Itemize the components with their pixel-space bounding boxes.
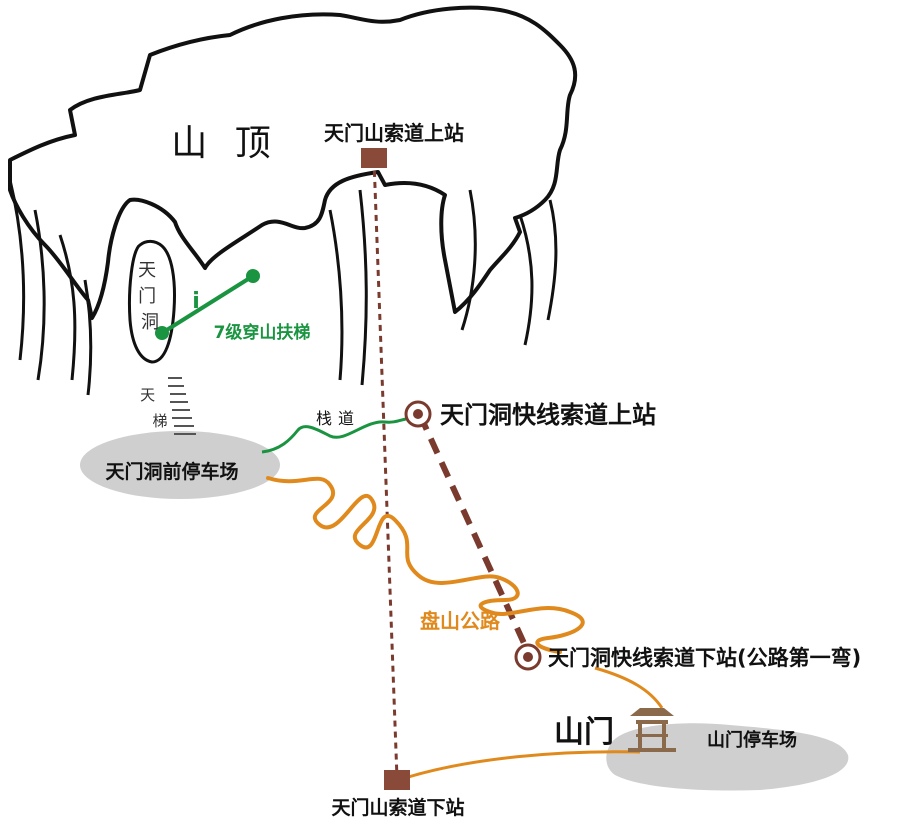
cave-label: 天 门 洞 (138, 260, 162, 333)
express-upper-station-icon (404, 400, 432, 428)
escalator-label: 7级穿山扶梯 (214, 322, 311, 343)
gate-parking-label: 山门停车场 (707, 729, 797, 751)
express-lower-label: 天门洞快线索道下站(公路第一弯) (548, 646, 861, 670)
winding-road-path (266, 476, 585, 654)
cliff-strand-left-2 (33, 209, 46, 381)
express-upper-label: 天门洞快线索道上站 (440, 401, 656, 429)
lower-station-label: 天门山索道下站 (331, 796, 464, 819)
stairs-label: 天 梯 (140, 386, 167, 430)
cliff-strand-mid-2 (358, 189, 368, 386)
winding-road-label: 盘山公路 (420, 609, 501, 633)
escalator-line (160, 274, 255, 335)
express-lower-station-icon (514, 643, 542, 671)
cliff-strand-left-1 (8, 179, 26, 361)
cave-parking-area (80, 431, 280, 499)
cliff-strand-right-3 (546, 199, 558, 321)
road-to-lower-station (404, 750, 641, 780)
cliff-strand-mid-1 (328, 209, 344, 381)
info-marker-icon: i (192, 289, 200, 314)
mountain-outline (8, 5, 578, 320)
road-to-gate (594, 666, 664, 709)
plank-road-label: 栈道 (316, 409, 360, 428)
sky-stairs (168, 377, 196, 435)
summit-label: 山 顶 (171, 123, 278, 164)
cliff-strand-right-1 (460, 189, 477, 331)
gate-pavilion-icon (628, 708, 676, 752)
gate-parking-area (606, 723, 849, 791)
escalator-end-dot (246, 269, 260, 283)
lower-station-marker (384, 770, 410, 790)
cliff-strand-right-2 (518, 214, 534, 346)
upper-station-marker (361, 148, 387, 168)
cliff-strand-left-3 (58, 234, 77, 381)
plank-road-path (261, 416, 411, 454)
gate-label: 山门 (554, 715, 614, 750)
main-cableway-line (372, 159, 399, 779)
cave-parking-label: 天门洞前停车场 (105, 460, 238, 483)
upper-station-label: 天门山索道上站 (324, 121, 464, 145)
cliff-strand-left-4 (83, 279, 93, 396)
escalator-start-dot (155, 326, 169, 340)
